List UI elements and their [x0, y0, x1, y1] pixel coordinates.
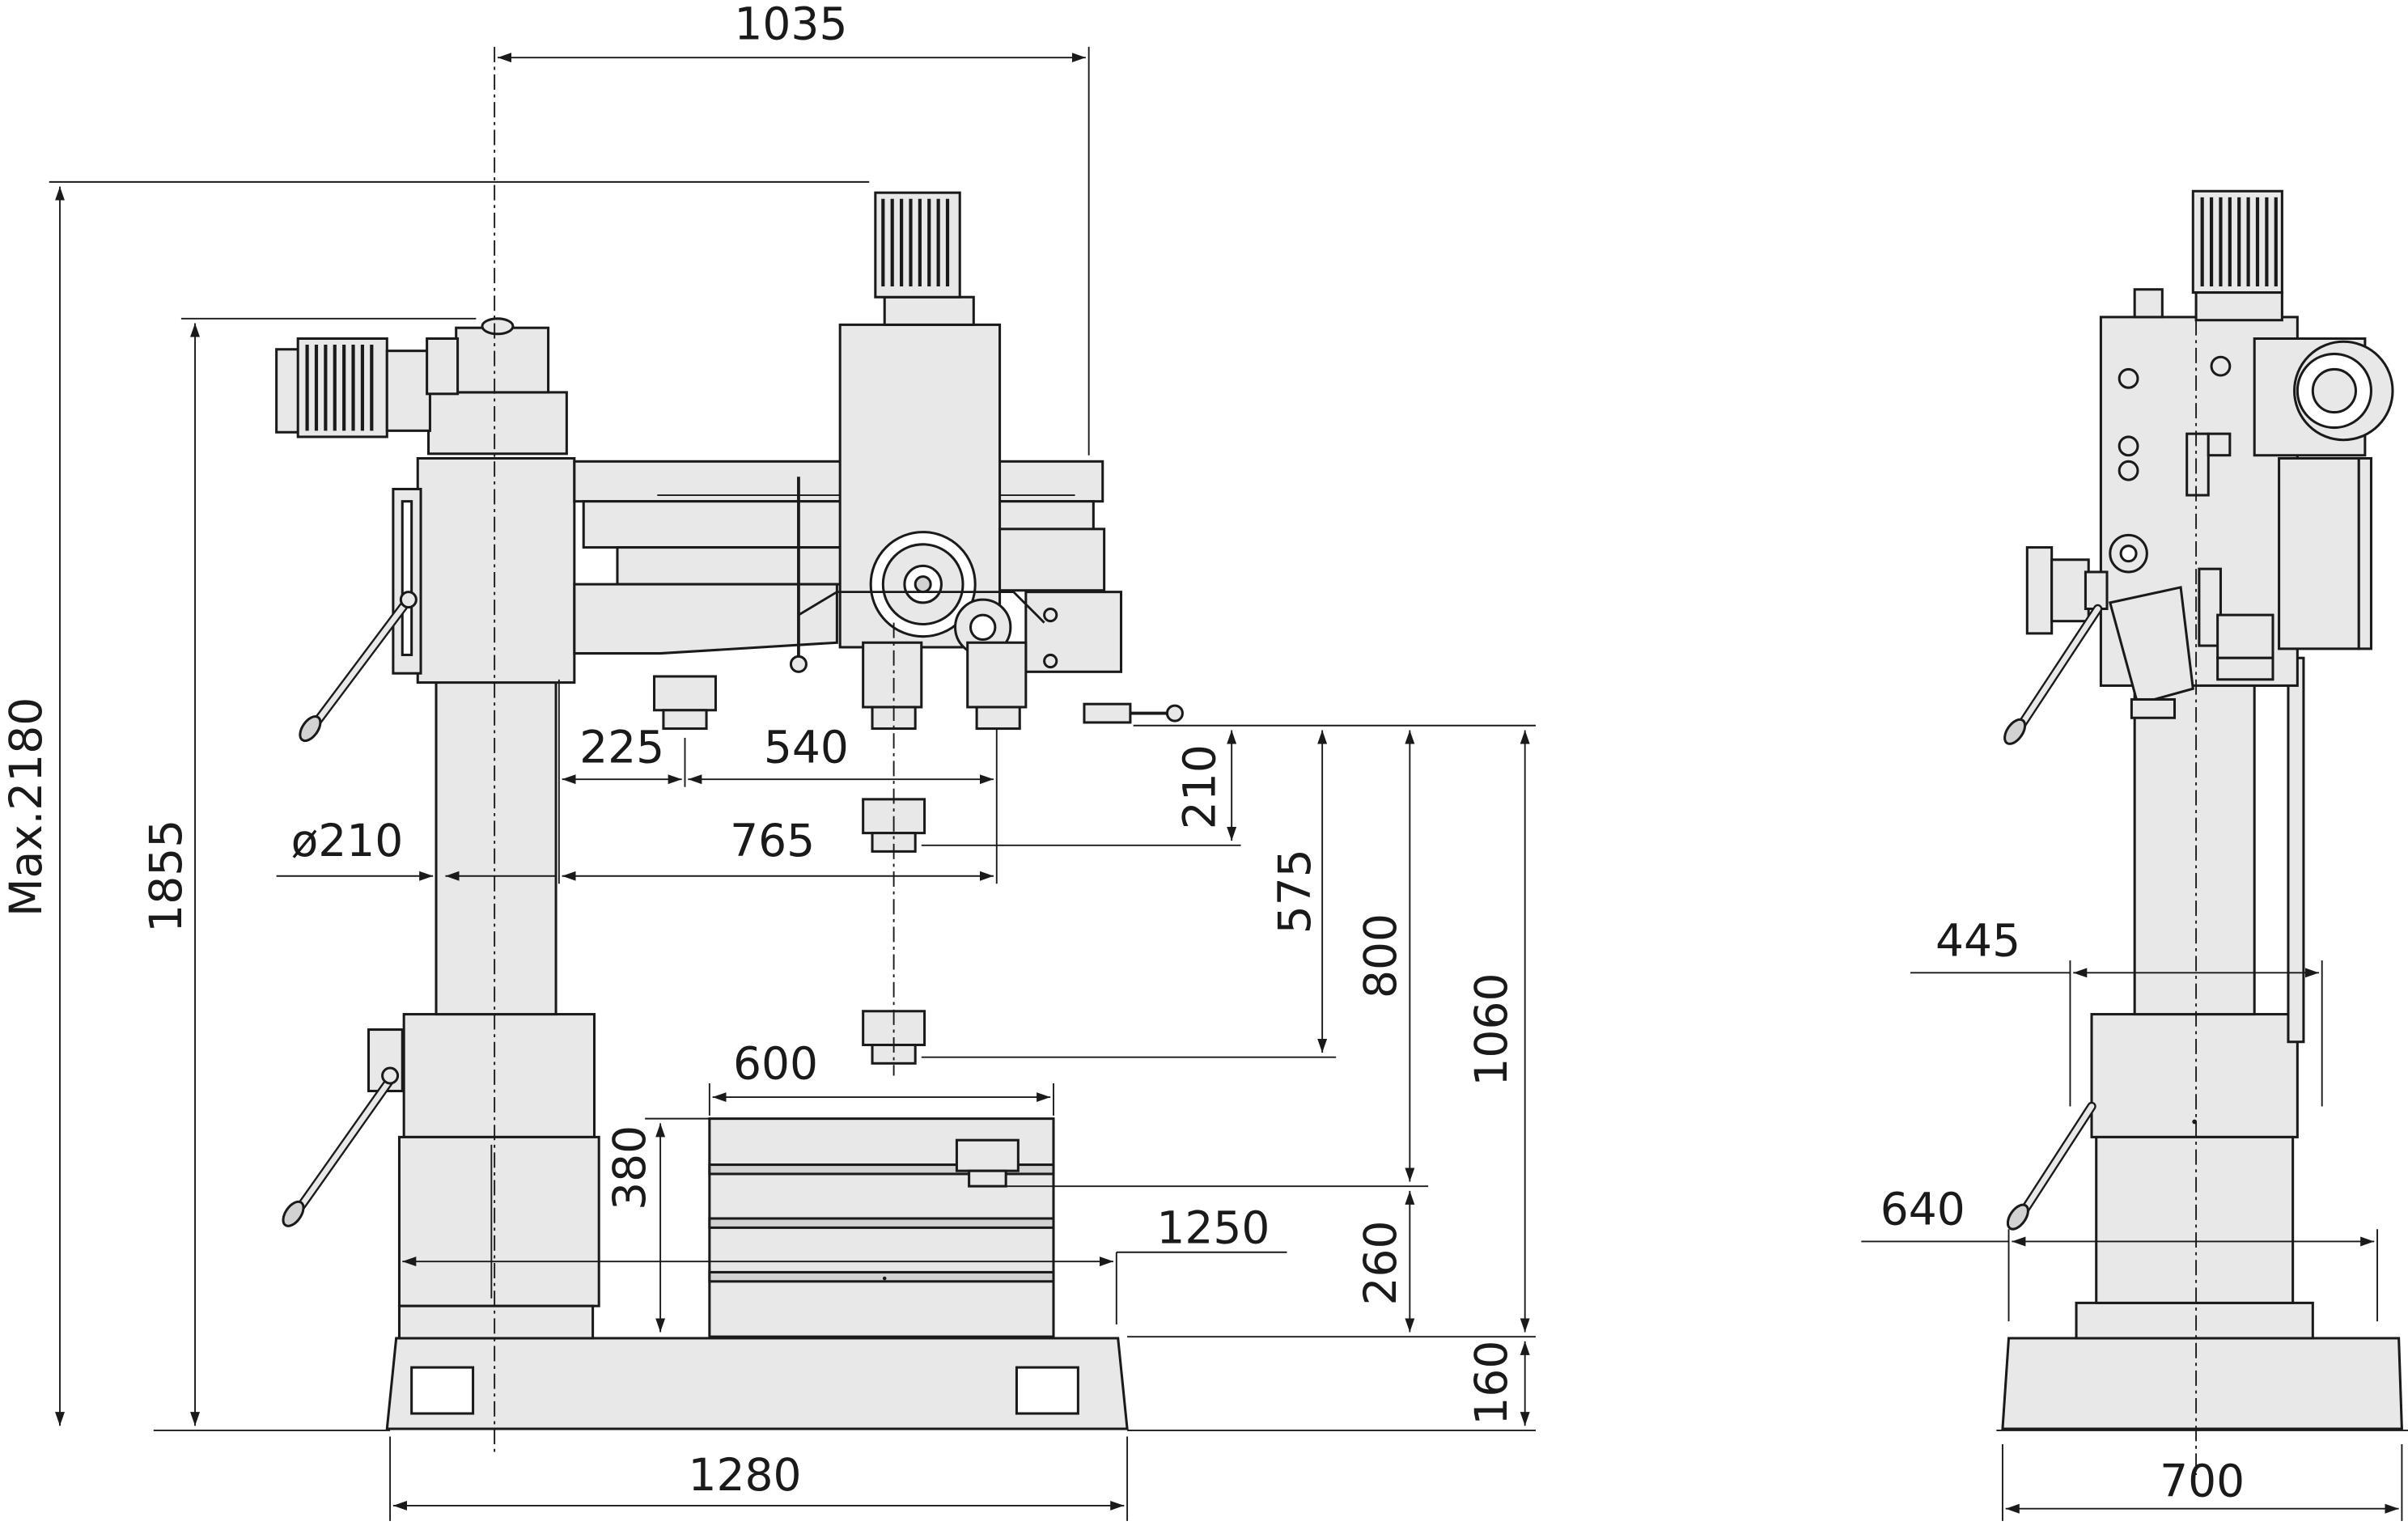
- dim-table-width: 600: [733, 1037, 818, 1089]
- side-view: 445 640 700: [1861, 189, 2408, 1521]
- dim-max-spindle-to-column: 765: [730, 815, 815, 867]
- dim-base-height: 160: [1465, 1341, 1517, 1426]
- dim-spindle-to-base: 1060: [1465, 973, 1517, 1087]
- dim-table-length: 1250: [1156, 1201, 1270, 1253]
- upper-lever-handle: [299, 591, 418, 743]
- side-base: [1996, 1301, 2408, 1431]
- dim-base-length: 1280: [688, 1449, 801, 1501]
- side-lever-handle: [2006, 1101, 2096, 1231]
- dim-arm-vertical-travel: 575: [1269, 849, 1321, 934]
- side-dimension-lines: [2005, 968, 2399, 1514]
- spindle-head: [789, 191, 1184, 731]
- side-extension-lines: [1861, 960, 2403, 1521]
- dim-min-spindle-to-column: 225: [579, 721, 664, 773]
- dim-quill-stroke: 210: [1173, 744, 1225, 829]
- dimension-lines: [55, 53, 1530, 1511]
- column-housing: [367, 1013, 600, 1340]
- machine-column: [435, 678, 557, 1016]
- dim-spindle-travel: 540: [764, 721, 849, 773]
- dim-spindle-to-table: 800: [1354, 913, 1406, 998]
- elevation-motor: [275, 337, 460, 439]
- side-head: [2025, 189, 2394, 719]
- dim-table-top-to-base: 260: [1354, 1221, 1406, 1306]
- dim-arm-reach: 1035: [734, 0, 847, 49]
- front-view: 1035 Max.2180 1855 225 540 ø210 765 210 …: [0, 0, 1536, 1521]
- dim-max-height: Max.2180: [0, 697, 52, 917]
- machine-base: [153, 1337, 1536, 1431]
- dim-table-height: 380: [604, 1125, 655, 1210]
- dim-column-height: 1855: [140, 820, 192, 933]
- dim-overall-depth: 640: [1880, 1184, 1965, 1235]
- lower-lever-handle: [282, 1066, 400, 1227]
- dim-column-diameter: ø210: [291, 815, 404, 867]
- work-table: [708, 1117, 1055, 1338]
- side-head-handle: [2003, 604, 2103, 745]
- dim-base-width: 700: [2160, 1456, 2245, 1507]
- extension-lines: [49, 46, 1536, 1521]
- side-column-housing: [2090, 1013, 2299, 1304]
- arm-sleeve: [392, 317, 576, 684]
- dim-column-to-rear: 445: [1935, 914, 2020, 966]
